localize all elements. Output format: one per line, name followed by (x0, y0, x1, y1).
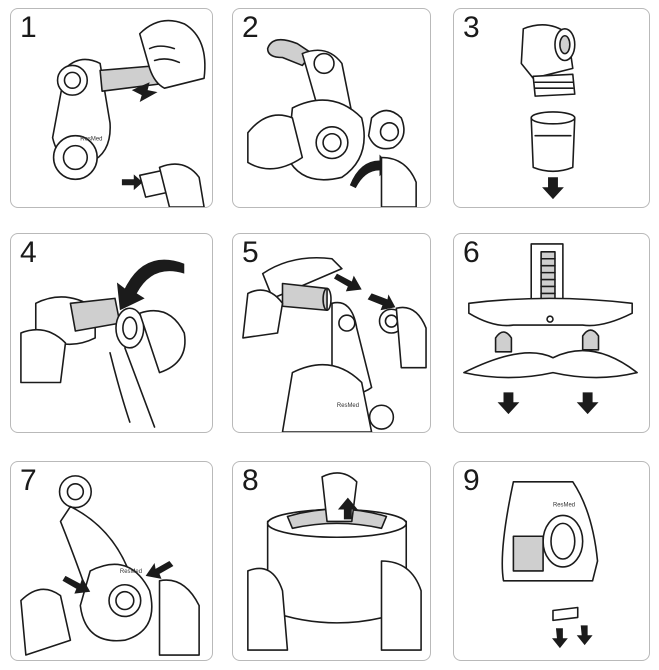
step-2-illustration (247, 38, 417, 207)
step-4-number: 4 (20, 236, 37, 269)
step-8-illustration (247, 472, 422, 651)
step-4-illustration (20, 259, 186, 428)
step-5-brand: ResMed (337, 403, 359, 409)
step-3-number: 3 (463, 11, 480, 44)
step-2-number: 2 (242, 11, 259, 44)
step-8-number: 8 (242, 464, 259, 497)
step-2-panel: 2 (232, 8, 431, 208)
step-4-panel: 4 (10, 233, 213, 433)
step-1-panel: ResMed 1 (10, 8, 213, 208)
step-9-panel: ResMed 9 (453, 461, 650, 661)
step-9-brand: ResMed (553, 503, 575, 509)
step-7-panel: ResMed 7 (10, 461, 213, 661)
step-7-number: 7 (20, 464, 37, 497)
step-5-panel: ResMed 5 (232, 233, 431, 433)
step-7-illustration: ResMed (20, 475, 200, 656)
step-5-illustration: ResMed (242, 256, 427, 432)
step-1-brand: ResMed (80, 137, 102, 143)
step-9-number: 9 (463, 464, 480, 497)
step-8-panel: 8 (232, 461, 431, 661)
step-6-illustration (463, 243, 638, 415)
step-7-brand: ResMed (120, 569, 142, 575)
step-1-number: 1 (20, 11, 37, 44)
step-1-illustration: ResMed (51, 19, 206, 207)
step-3-illustration (520, 24, 576, 200)
step-6-panel: 6 (453, 233, 650, 433)
step-3-panel: 3 (453, 8, 650, 208)
step-6-number: 6 (463, 236, 480, 269)
step-9-illustration: ResMed (501, 481, 599, 649)
step-5-number: 5 (242, 236, 259, 269)
